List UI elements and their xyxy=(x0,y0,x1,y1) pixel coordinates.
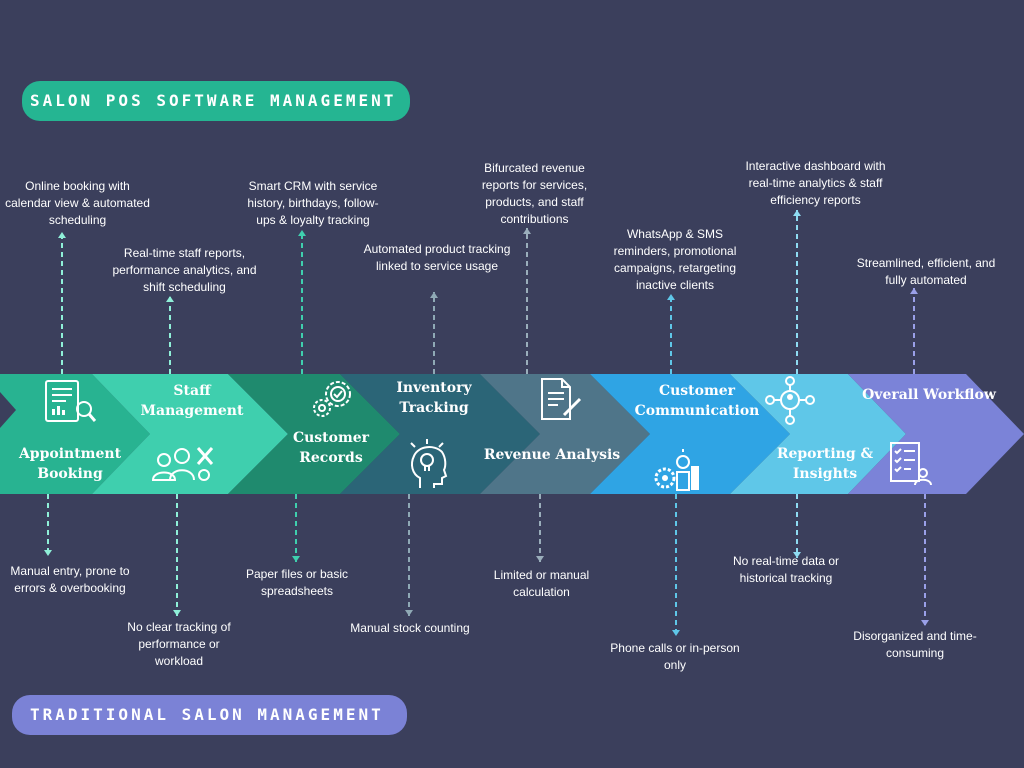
chevron-inventory xyxy=(340,374,540,494)
traditional-note-reporting: No real-time data or historical tracking xyxy=(732,554,840,585)
stage-title-inventory: Inventory Tracking xyxy=(396,380,472,416)
gears-idea-icon xyxy=(654,449,699,491)
pos-note-revenue: Bifurcated revenue reports for services,… xyxy=(481,161,588,226)
stage-title-revenue: Revenue Analysis xyxy=(483,447,621,463)
traditional-note-staff: No clear tracking of performance or work… xyxy=(127,620,231,668)
stage-title-appointment: Appointment Booking xyxy=(18,446,122,482)
pos-note-records: Smart CRM with service history, birthday… xyxy=(247,179,379,227)
chevron-staff xyxy=(92,374,288,494)
pos-heading-pill: SALON POS SOFTWARE MANAGEMENT xyxy=(22,81,410,121)
chevron-appointment xyxy=(0,374,150,494)
pos-note-reporting: Interactive dashboard with real-time ana… xyxy=(745,159,886,207)
traditional-note-records: Paper files or basic spreadsheets xyxy=(245,567,349,598)
pos-note-communication: WhatsApp & SMS reminders, promotional ca… xyxy=(613,227,737,292)
stage-title-workflow: Overall Workflow xyxy=(862,387,996,403)
traditional-heading-pill: TRADITIONAL SALON MANAGEMENT xyxy=(12,695,407,735)
chevron-revenue xyxy=(480,374,650,494)
report-magnifier-icon xyxy=(45,380,97,422)
traditional-note-revenue: Limited or manual calculation xyxy=(493,568,590,599)
document-pen-icon xyxy=(541,378,582,420)
team-tools-icon xyxy=(151,447,214,481)
traditional-note-appointment: Manual entry, prone to errors & overbook… xyxy=(10,564,130,595)
chevron-communication xyxy=(590,374,790,494)
pos-note-staff: Real-time staff reports, performance ana… xyxy=(112,246,257,294)
chevron-entry-notch xyxy=(0,392,16,428)
checklist-team-icon xyxy=(890,442,932,486)
pos-heading: SALON POS SOFTWARE MANAGEMENT xyxy=(30,91,397,110)
network-user-icon xyxy=(765,376,815,425)
stage-title-reporting: Reporting & Insights xyxy=(776,446,874,482)
chevron-reporting xyxy=(730,374,906,494)
stage-title-staff: Staff Management xyxy=(140,383,244,419)
gears-check-icon xyxy=(313,381,351,417)
traditional-heading: TRADITIONAL SALON MANAGEMENT xyxy=(30,705,384,724)
traditional-note-workflow: Disorganized and time-consuming xyxy=(853,629,977,660)
pos-note-workflow: Streamlined, efficient, and fully automa… xyxy=(856,256,996,287)
head-lightbulb-icon xyxy=(410,439,448,488)
stage-title-records: Customer Records xyxy=(292,430,370,466)
chevron-records xyxy=(228,374,400,494)
traditional-note-communication: Phone calls or in-person only xyxy=(610,641,740,672)
traditional-note-inventory: Manual stock counting xyxy=(350,621,470,635)
pos-note-appointment: Online booking with calendar view & auto… xyxy=(5,179,150,227)
pos-note-inventory: Automated product tracking linked to ser… xyxy=(363,242,511,273)
stage-title-communication: Customer Communication xyxy=(634,383,760,419)
